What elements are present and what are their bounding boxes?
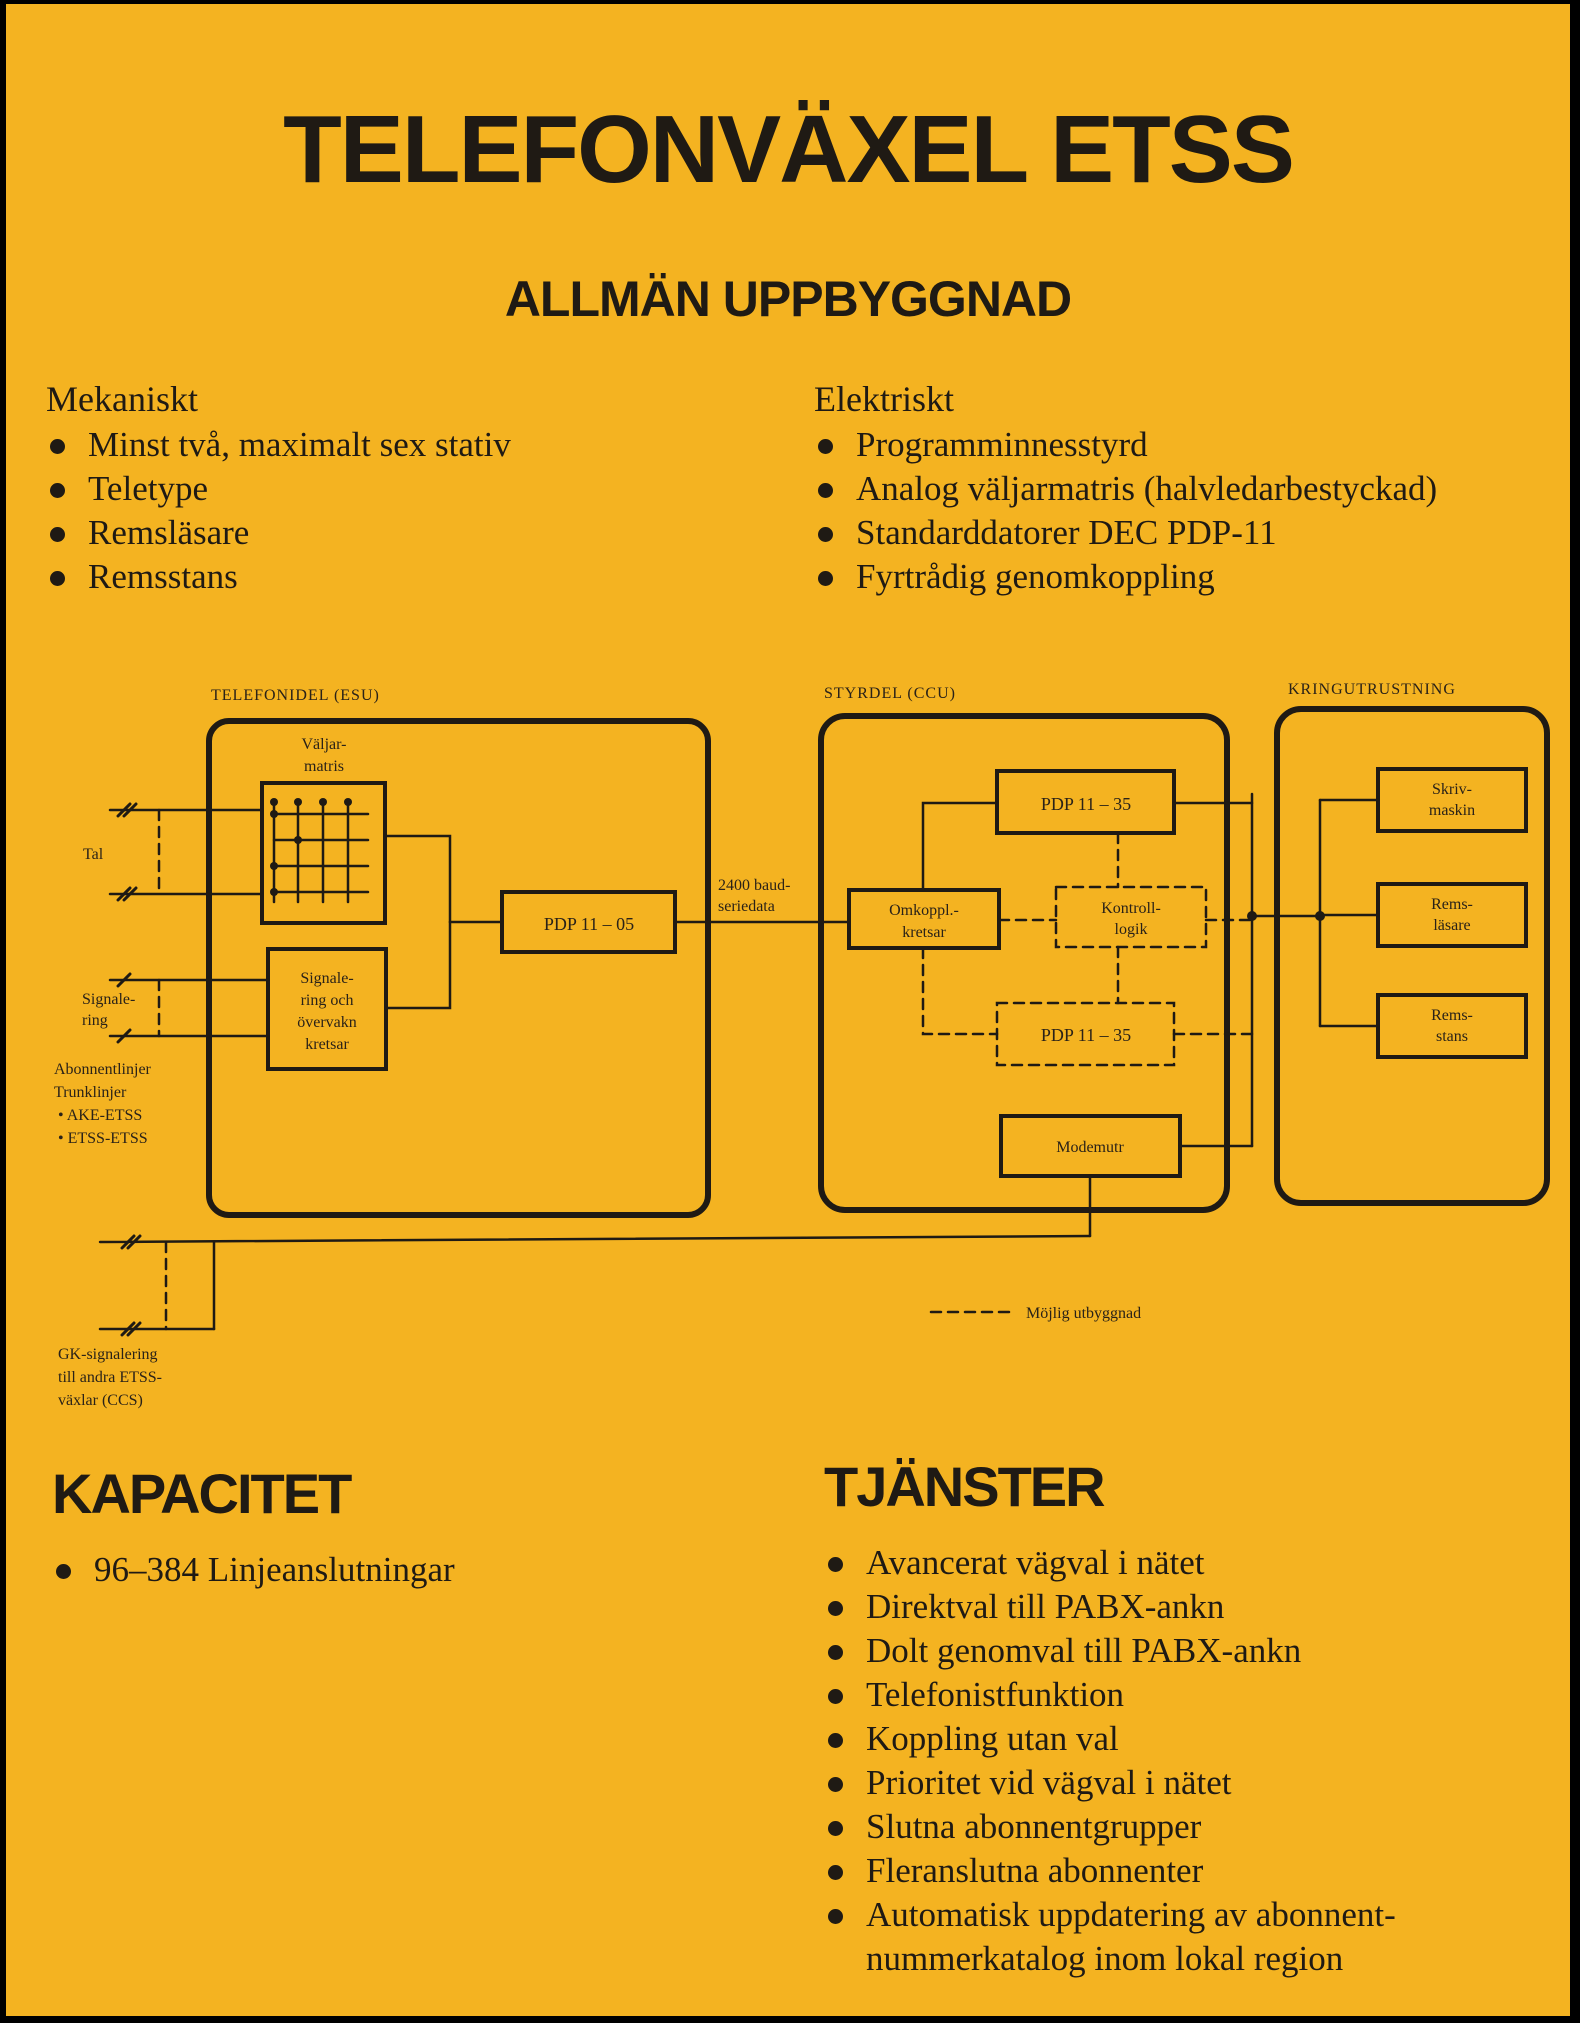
pdp-11-35-b-label: PDP 11 – 35 [1041, 1025, 1131, 1045]
mechanical-heading: Mekaniskt [46, 379, 198, 419]
pdp-11-05-label: PDP 11 – 05 [544, 914, 634, 934]
kontroll-label: Kontroll- [1101, 900, 1161, 917]
system-diagram: TELEFONIDEL (ESU) STYRDEL (CCU) KRINGUTR… [54, 681, 1550, 1409]
list-item: Automatisk uppdatering av abonnent- [824, 1893, 1396, 1937]
list-item: Remsstans [46, 555, 511, 599]
esu-box [206, 718, 711, 1218]
section-esu-label: TELEFONIDEL (ESU) [211, 687, 380, 704]
kontroll-label: logik [1115, 921, 1148, 938]
skrivmaskin-label: Skriv- [1432, 781, 1472, 798]
switch-matrix-box [260, 781, 387, 925]
abonnent-label: Trunklinjer [54, 1084, 127, 1101]
list-item: Koppling utan val [824, 1717, 1396, 1761]
matrix-label: matris [304, 758, 344, 775]
services-heading: TJÄNSTER [824, 1455, 1106, 1518]
signaling-box-label: kretsar [305, 1036, 349, 1053]
capacity-heading: KAPACITET [52, 1462, 352, 1525]
list-item: Slutna abonnentgrupper [824, 1805, 1396, 1849]
list-item: Avancerat vägval i nätet [824, 1541, 1396, 1585]
capacity-section: KAPACITET 96–384 Linjeanslutningar [52, 1466, 455, 1592]
omkoppl-label: kretsar [902, 924, 946, 941]
remsstans-label: stans [1436, 1028, 1468, 1045]
list-item: Dolt genomval till PABX-ankn [824, 1629, 1396, 1673]
gk-label: GK-signalering [58, 1346, 158, 1363]
page-title: TELEFONVÄXEL ETSS [283, 96, 1295, 203]
list-item: Remsläsare [46, 511, 511, 555]
electrical-heading: Elektriskt [814, 379, 954, 419]
abonnent-label: • AKE-ETSS [58, 1107, 142, 1124]
remslasare-label: läsare [1433, 917, 1470, 934]
legend-label: Möjlig utbyggnad [1026, 1305, 1141, 1322]
pdp-11-35-a-label: PDP 11 – 35 [1041, 794, 1131, 814]
list-item: Teletype [46, 467, 511, 511]
kontroll-box [1054, 885, 1208, 949]
electrical-list: Programminnesstyrd Analog väljarmatris (… [814, 423, 1437, 599]
omkoppl-label: Omkoppl.- [889, 902, 959, 919]
list-item: Minst två, maximalt sex stativ [46, 423, 511, 467]
list-item: Direktval till PABX-ankn [824, 1585, 1396, 1629]
list-item: Telefonistfunktion [824, 1673, 1396, 1717]
section-ccu-label: STYRDEL (CCU) [824, 685, 956, 702]
skrivmaskin-label: maskin [1429, 802, 1475, 819]
signalering-label: Signale- [82, 991, 135, 1008]
list-item: Fyrtrådig genomkoppling [814, 555, 1437, 599]
skrivmaskin-box [1376, 767, 1528, 833]
capacity-list: 96–384 Linjeanslutningar [52, 1548, 455, 1592]
poster: TELEFONVÄXEL ETSS ALLMÄN UPPBYGGNAD Meka… [6, 4, 1570, 2016]
list-item: Programminnesstyrd [814, 423, 1437, 467]
baud-label: 2400 baud- [718, 877, 790, 894]
services-section: TJÄNSTER Avancerat vägval i nätet Direkt… [824, 1459, 1396, 1981]
tal-label: Tal [83, 846, 104, 863]
mechanical-list: Minst två, maximalt sex stativ Teletype … [46, 423, 511, 599]
gk-label: till andra ETSS- [58, 1369, 162, 1386]
signaling-box-label: ring och [301, 992, 354, 1009]
signalering-label: ring [82, 1012, 108, 1029]
gk-label: växlar (CCS) [58, 1392, 143, 1409]
electrical-section: Elektriskt Programminnesstyrd Analog väl… [814, 381, 1437, 599]
modem-label: Modemutr [1056, 1139, 1124, 1156]
remslasare-box [1376, 882, 1528, 948]
remsstans-label: Rems- [1431, 1007, 1473, 1024]
remsstans-box [1376, 993, 1528, 1059]
list-item: Standarddatorer DEC PDP-11 [814, 511, 1437, 555]
remslasare-label: Rems- [1431, 896, 1473, 913]
ccu-box [818, 713, 1230, 1213]
services-list: Avancerat vägval i nätet Direktval till … [824, 1541, 1396, 1981]
page-subtitle: ALLMÄN UPPBYGGNAD [504, 271, 1072, 327]
list-item: 96–384 Linjeanslutningar [52, 1548, 455, 1592]
list-item-continuation: nummerkatalog inom lokal region [866, 1939, 1344, 1978]
abonnent-label: • ETSS-ETSS [58, 1130, 148, 1147]
signaling-box-label: övervakn [297, 1014, 357, 1031]
peripheral-box [1274, 706, 1550, 1206]
baud-label: seriedata [718, 898, 775, 915]
section-peripheral-label: KRINGUTRUSTNING [1288, 681, 1456, 698]
matrix-label: Väljar- [302, 736, 347, 753]
list-item: Fleranslutna abonnenter [824, 1849, 1396, 1893]
signaling-box-label: Signale- [300, 970, 353, 987]
mechanical-section: Mekaniskt Minst två, maximalt sex stativ… [46, 381, 511, 599]
abonnent-label: Abonnentlinjer [54, 1061, 152, 1078]
list-item: Prioritet vid vägval i nätet [824, 1761, 1396, 1805]
list-item: Analog väljarmatris (halvledarbestyckad) [814, 467, 1437, 511]
